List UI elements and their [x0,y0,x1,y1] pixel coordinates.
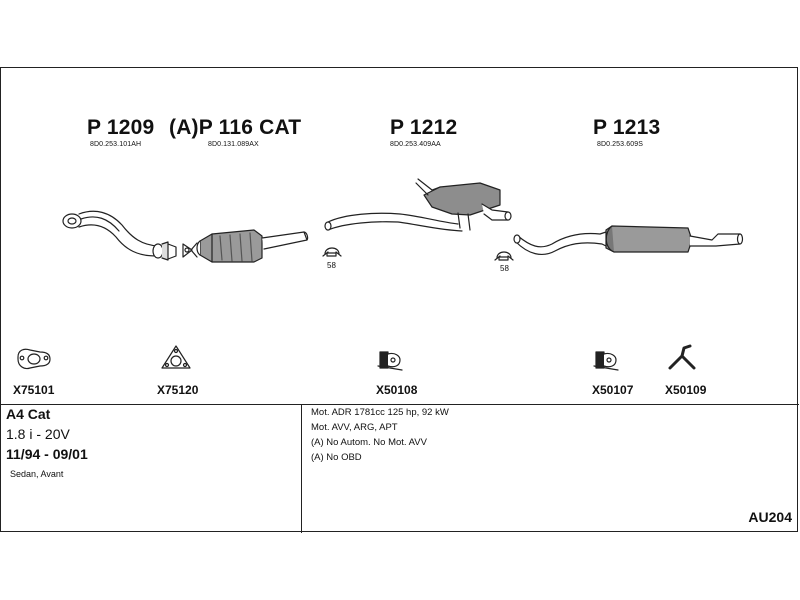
accessory-code-rubber-hanger-1: X50108 [376,383,418,397]
note-line-1: Mot. ADR 1781cc 125 hp, 92 kW [311,407,449,418]
part-code-rear-silencer: P 1213 [593,116,661,139]
part-code-front-pipe: P 1209 [87,116,155,139]
clamp-label-right: 58 [500,264,509,273]
vehicle-years: 11/94 - 09/01 [6,446,88,462]
diagram-frame [0,67,799,533]
front-pipe-drawing [62,210,177,261]
part-code-middle-silencer: P 1212 [390,116,458,139]
vehicle-model: A4 Cat [6,406,51,422]
accessory-code-gasket: X75101 [13,383,55,397]
note-line-3: (A) No Autom. No Mot. AVV [311,437,427,448]
clamp-right-drawing [494,251,514,261]
bracket-accessory-drawing [668,344,696,370]
vehicle-body-type: Sedan, Avant [10,469,64,479]
oem-number-catalyst: 8D0.131.089AX [208,141,259,148]
oem-number-rear-silencer: 8D0.253.609S [597,141,643,148]
vehicle-engine: 1.8 i - 20V [6,426,70,442]
gasket-accessory-drawing [17,348,51,370]
part-code-catalyst: (A)P 116 CAT [169,116,302,139]
oem-number-front-pipe: 8D0.253.101AH [90,141,142,148]
front-gasket-drawing [182,242,198,258]
rubber-hanger-accessory-1-drawing [377,351,403,371]
divider-horizontal [1,404,799,405]
rear-silencer-drawing [513,225,744,255]
middle-silencer-drawing [324,178,512,232]
accessory-code-triangle-gasket: X75120 [157,383,199,397]
note-line-2: Mot. AVV, ARG, APT [311,422,398,433]
clamp-label-left: 58 [327,261,336,270]
accessory-code-bracket: X50109 [665,383,707,397]
clamp-left-drawing [322,247,342,257]
accessory-code-rubber-hanger-2: X50107 [592,383,634,397]
reference-code: AU204 [748,509,792,525]
note-line-4: (A) No OBD [311,452,362,463]
divider-vertical [301,404,302,533]
oem-number-middle-silencer: 8D0.253.409AA [390,141,441,148]
catalyst-drawing [196,229,309,263]
triangle-gasket-accessory-drawing [161,345,191,369]
rubber-hanger-accessory-2-drawing [593,351,619,371]
